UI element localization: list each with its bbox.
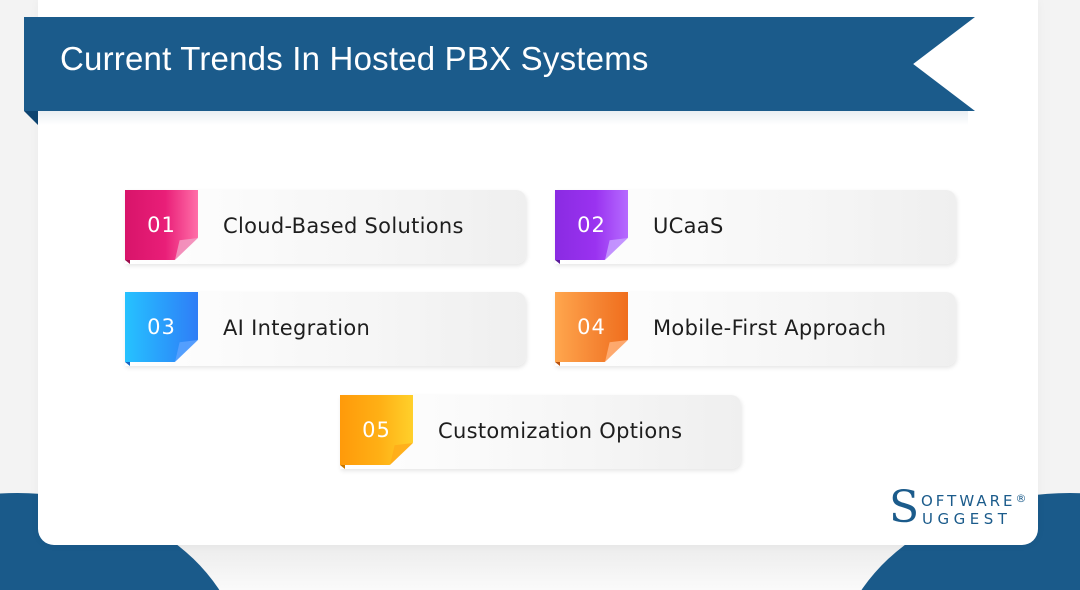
trend-label: UCaaS [653,214,724,238]
badge-tail [555,362,560,366]
badge-number: 05 [362,418,391,442]
trend-label: AI Integration [223,316,371,340]
badge-tail [340,465,345,469]
title-banner [24,17,975,111]
badge-tail [125,260,130,264]
badge-number: 02 [577,213,606,237]
badge-number: 01 [147,213,176,237]
badge-number: 03 [147,315,176,339]
trend-item-4: 04 Mobile-First Approach [555,292,956,366]
badge-tail [125,362,130,366]
trend-item-5: 05 Customization Options [340,395,741,469]
badge-number: 04 [577,315,606,339]
banner-fold [24,111,38,125]
badge-tail [555,260,560,264]
logo-top-text: OFTWARE® [921,492,1027,510]
logo-bottom-text: UGGEST [922,510,1012,528]
banner-shadow [38,111,968,125]
trend-item-3: 03 AI Integration [125,292,526,366]
page-title: Current Trends In Hosted PBX Systems [60,40,649,77]
trend-label: Customization Options [438,419,683,443]
trend-label: Cloud-Based Solutions [223,214,464,238]
logo-top-word: OFTWARE [921,492,1016,510]
registered-mark-icon: ® [1015,492,1027,505]
trend-label: Mobile-First Approach [653,316,887,340]
trend-item-2: 02 UCaaS [555,190,956,264]
logo-initial: S [889,482,920,533]
trend-item-1: 01 Cloud-Based Solutions [125,190,526,264]
